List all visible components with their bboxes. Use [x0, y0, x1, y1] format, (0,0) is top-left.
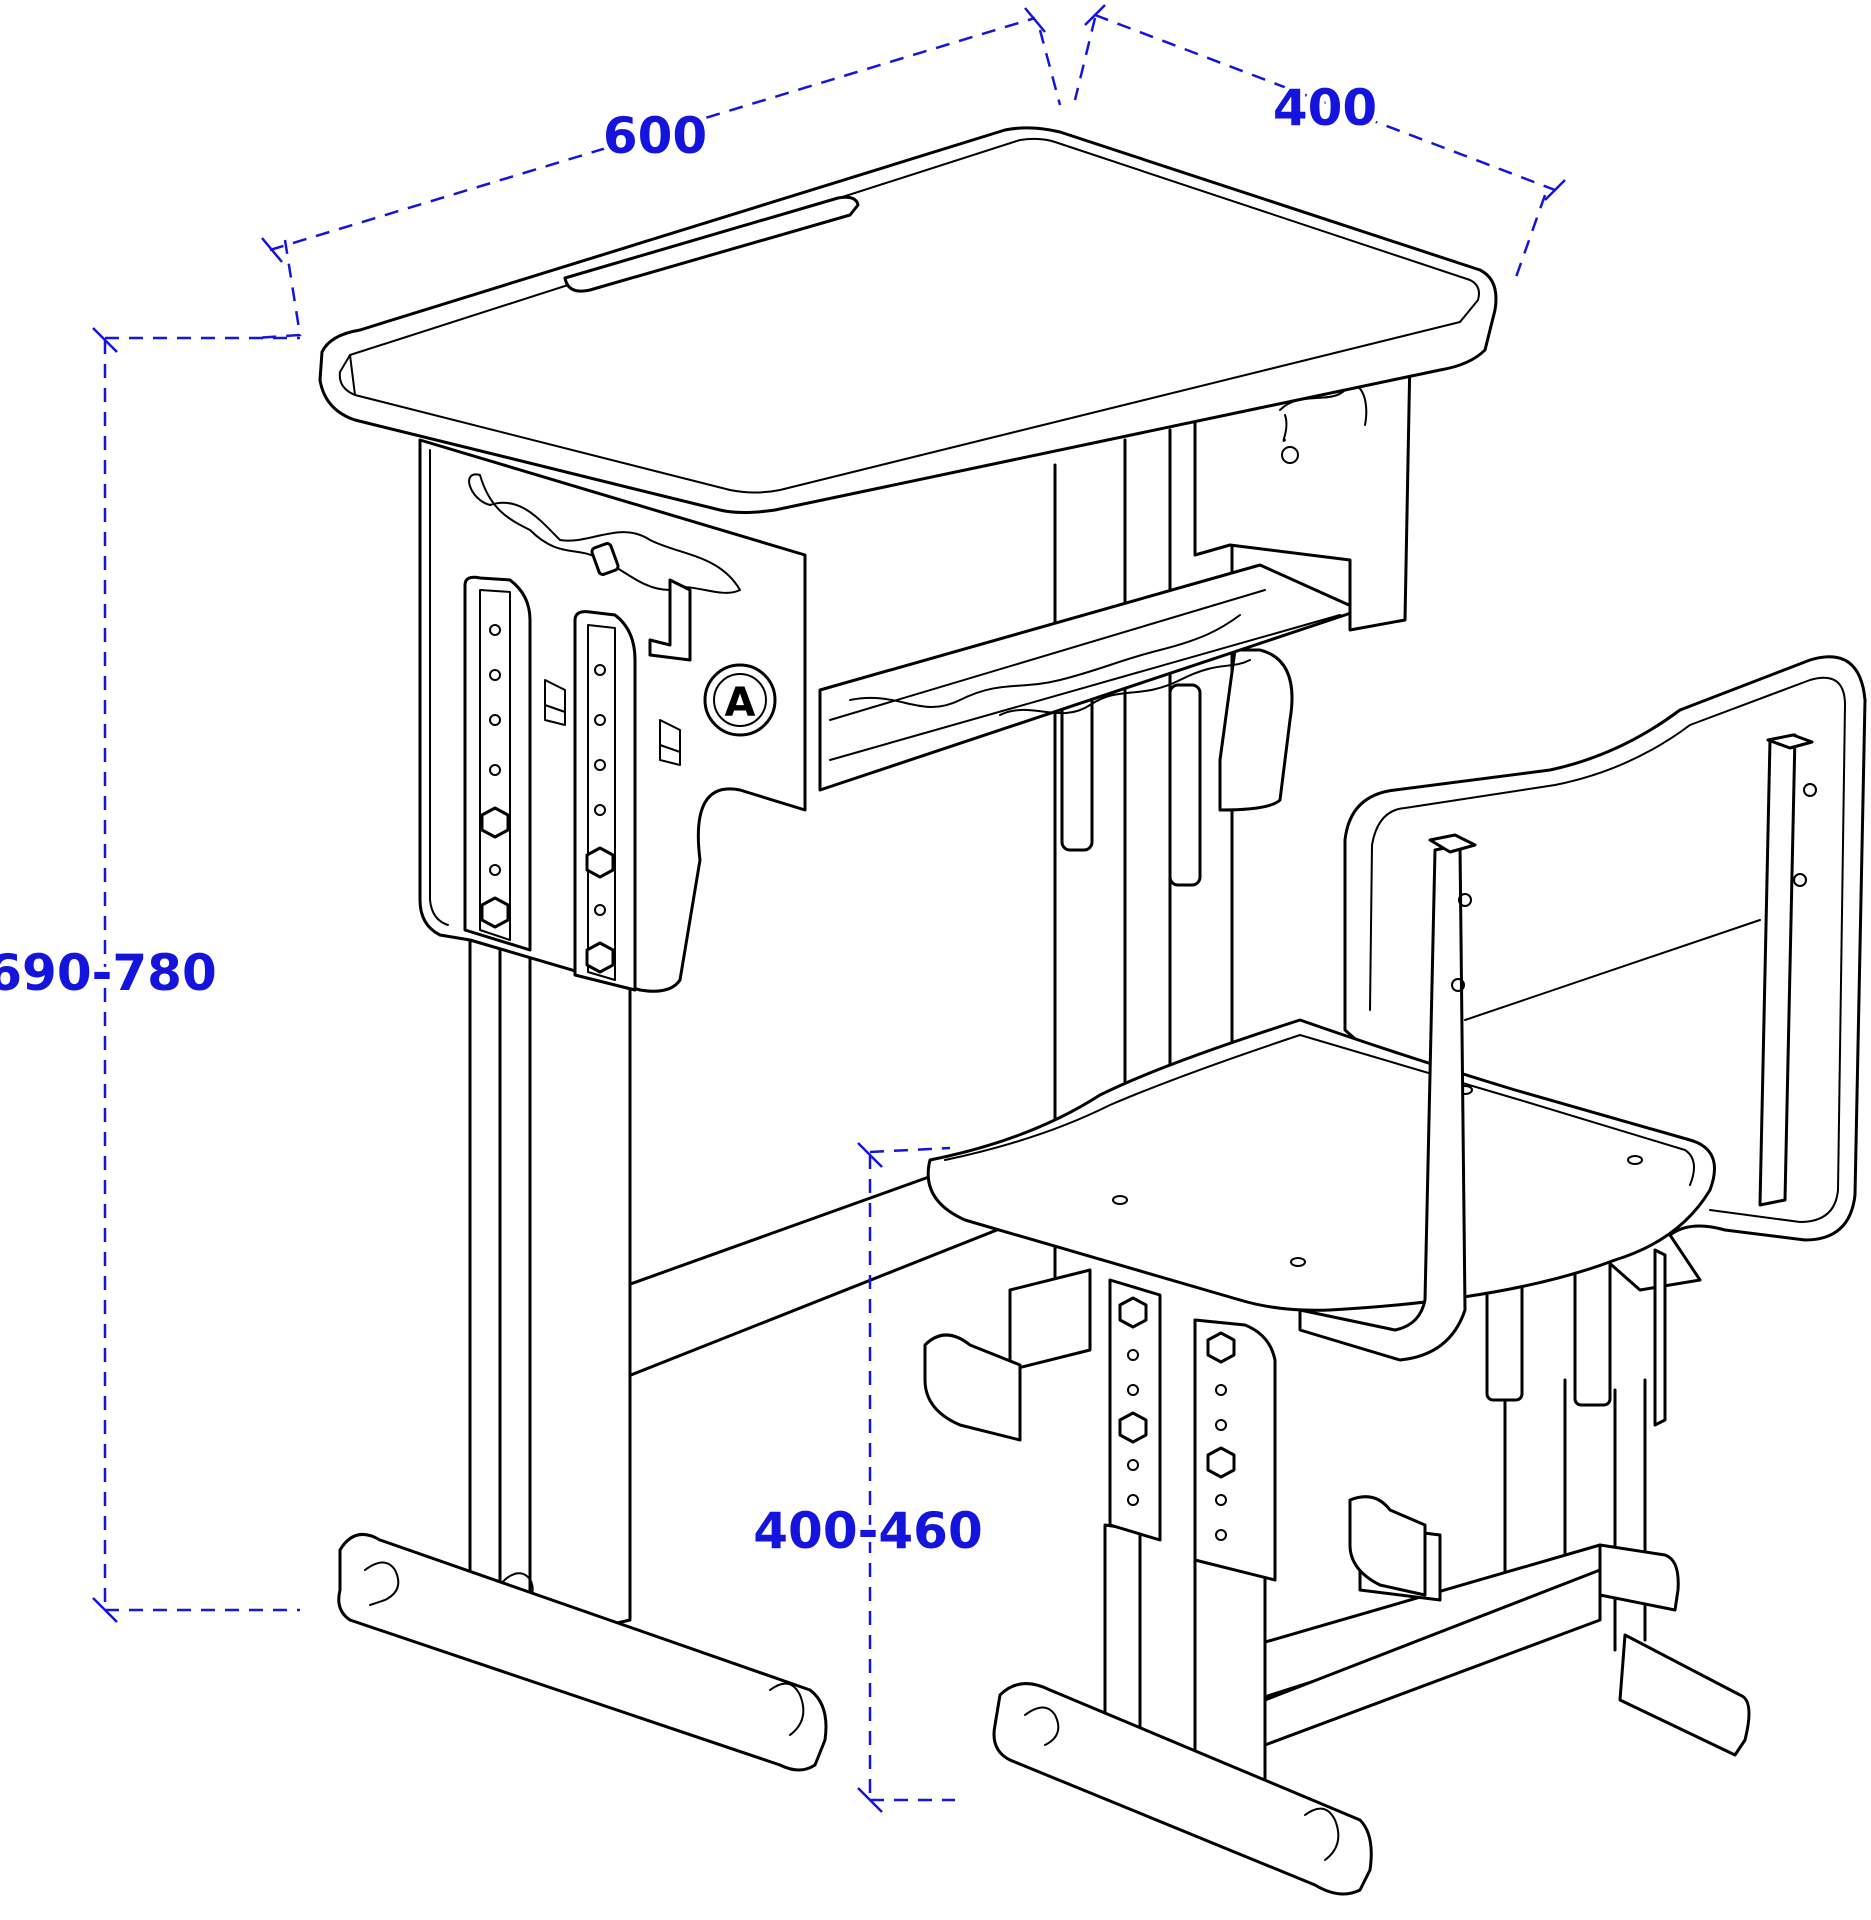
desk-left-leg	[468, 938, 632, 1637]
chair-height-bracket-left	[1108, 1278, 1162, 1542]
desk-badge: A	[703, 663, 777, 737]
desk-small-hooks	[544, 679, 681, 766]
desk-top	[318, 126, 1498, 514]
chair-side-brace	[1008, 1268, 1092, 1372]
chair-seat	[926, 1018, 1716, 1312]
desk-feet	[337, 1333, 1427, 1772]
desk-far-legs	[1053, 408, 1294, 1292]
chair-feet	[992, 1543, 1680, 1896]
dimension-lines	[92, 4, 1566, 1813]
desk-badge-letter: A	[725, 680, 756, 726]
desk-width-label: 600	[603, 107, 707, 165]
desk-height-bracket-left	[463, 575, 532, 952]
desk-back-panel	[1193, 353, 1412, 632]
chair-back-posts	[1298, 733, 1817, 1362]
desk-book-shelf	[818, 563, 1362, 792]
chair-height-label: 400-460	[753, 1502, 983, 1560]
dimension-labels: 600 400 690-780 400-460	[0, 74, 1382, 1565]
chair-height-bracket-right	[1193, 1318, 1277, 1582]
desk-height-label: 690-780	[0, 944, 217, 1002]
desk: A	[318, 126, 1498, 1637]
desk-height-bracket-right	[573, 610, 637, 992]
desk-depth-label: 400	[1273, 79, 1377, 137]
chair-far-legs	[1485, 1248, 1667, 1652]
chair	[926, 655, 1867, 1822]
